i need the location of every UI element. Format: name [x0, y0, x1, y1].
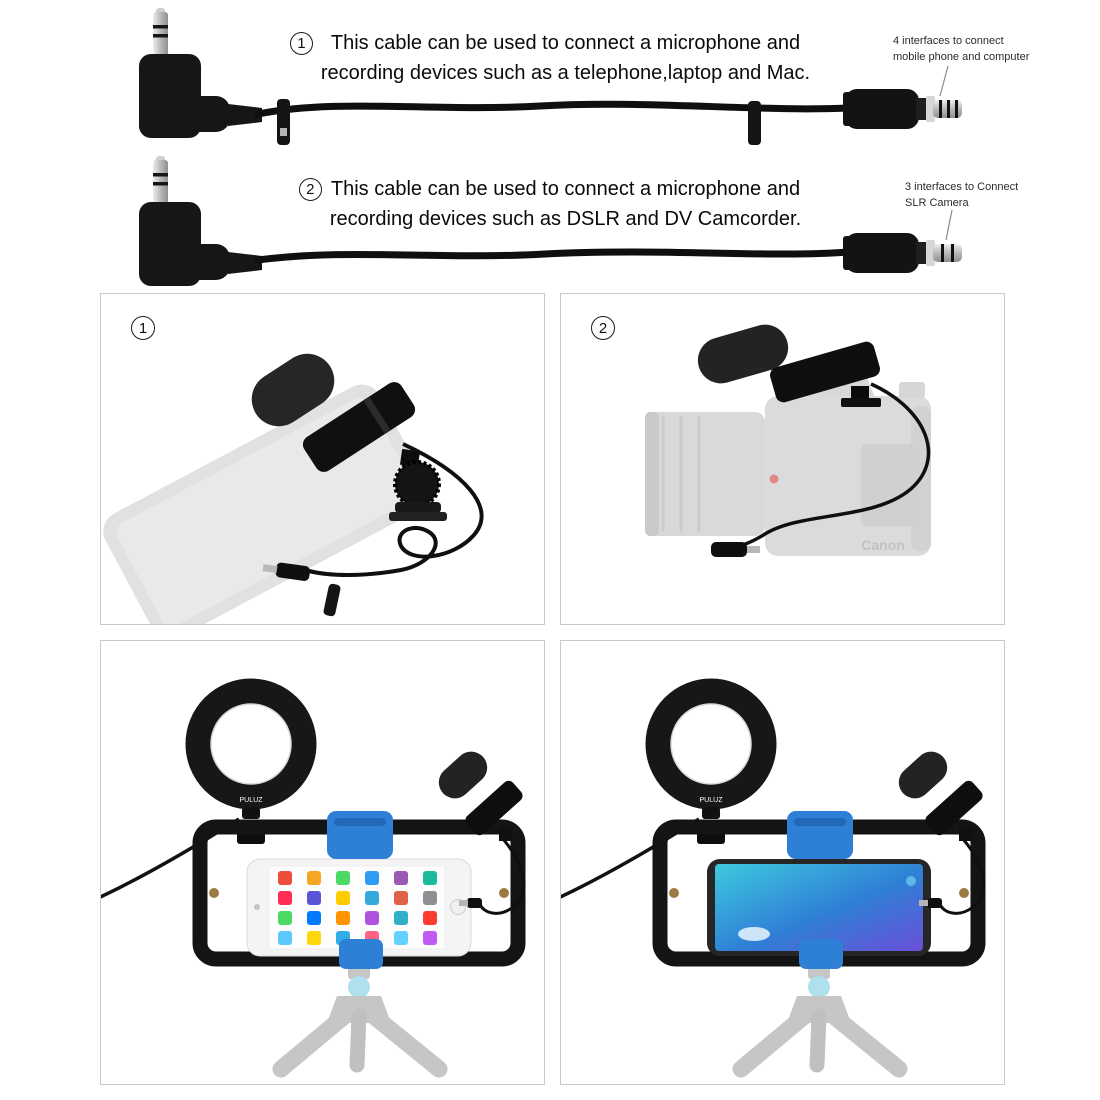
panel-rig-iphone: PULUZ	[100, 640, 545, 1085]
pointer-line	[945, 209, 953, 241]
cable-1-annotation-line1: 4 interfaces to connect	[893, 35, 1004, 47]
cable-2-illustration	[139, 156, 962, 286]
app-icons-grid	[278, 871, 437, 945]
cable-2-desc-line1: This cable can be used to connect a micr…	[330, 178, 801, 200]
cable-1-desc-line1: This cable can be used to connect a micr…	[330, 32, 801, 54]
number-badge-1: 1	[289, 32, 313, 55]
camera-brand-text: Canon	[861, 537, 905, 553]
panel-rig-android: PULUZ	[560, 640, 1005, 1085]
ringlight-brand-text: PULUZ	[240, 797, 264, 804]
smartphone-in-rig	[707, 859, 931, 956]
audio-cable	[254, 248, 852, 264]
panel-1-badge: 1	[131, 316, 155, 340]
number-badge-2: 2	[298, 178, 322, 201]
cable-1-illustration	[139, 8, 962, 145]
audio-plug-icon	[711, 542, 760, 557]
straight-plug-trs-icon	[843, 233, 962, 273]
microphone-icon	[697, 324, 881, 407]
pointer-line	[939, 65, 949, 97]
phone-mic-illustration	[103, 353, 484, 624]
dslr-mic-illustration: Canon	[645, 324, 931, 557]
audio-plug-icon	[262, 562, 311, 581]
mic-cable	[308, 442, 484, 577]
cable-clip-icon	[277, 99, 761, 145]
ringlight-brand-text: PULUZ	[700, 797, 724, 804]
cable-2-description: 2 This cable can be used to connect a mi…	[0, 174, 1100, 234]
cable-2-desc-line2: recording devices such as DSLR and DV Ca…	[329, 208, 802, 230]
cable-1-annotation-line2: mobile phone and computer	[893, 50, 1030, 63]
cable-2-annotation-line1: 3 interfaces to Connect	[905, 181, 1019, 193]
vlog-rig-illustration: PULUZ	[101, 641, 544, 1084]
cable-clip-icon	[323, 583, 341, 617]
cable-2-annotation: 3 interfaces to Connect SLR Camera	[905, 180, 1018, 212]
cable-1-description: 1 This cable can be used to connect a mi…	[0, 28, 1100, 88]
cable-1-annotation: 4 interfaces to connect mobile phone and…	[893, 34, 1029, 66]
panel-2-badge: 2	[591, 316, 615, 340]
angled-plug-icon	[139, 156, 262, 286]
cable-1-desc-line2: recording devices such as a telephone,la…	[320, 62, 811, 84]
panel-dslr-with-mic: 2 Canon	[560, 293, 1005, 625]
straight-plug-trrs-icon	[843, 89, 962, 129]
panel-phone-with-mic: 1	[100, 293, 545, 625]
cable-2-annotation-line2: SLR Camera	[905, 196, 969, 209]
microphone-icon	[251, 353, 447, 521]
mic-cable	[716, 382, 931, 552]
angled-plug-icon	[139, 8, 262, 138]
smartphone-in-rig	[246, 858, 472, 957]
vlog-rig-illustration: PULUZ	[561, 641, 1004, 1084]
audio-cable	[254, 100, 852, 118]
